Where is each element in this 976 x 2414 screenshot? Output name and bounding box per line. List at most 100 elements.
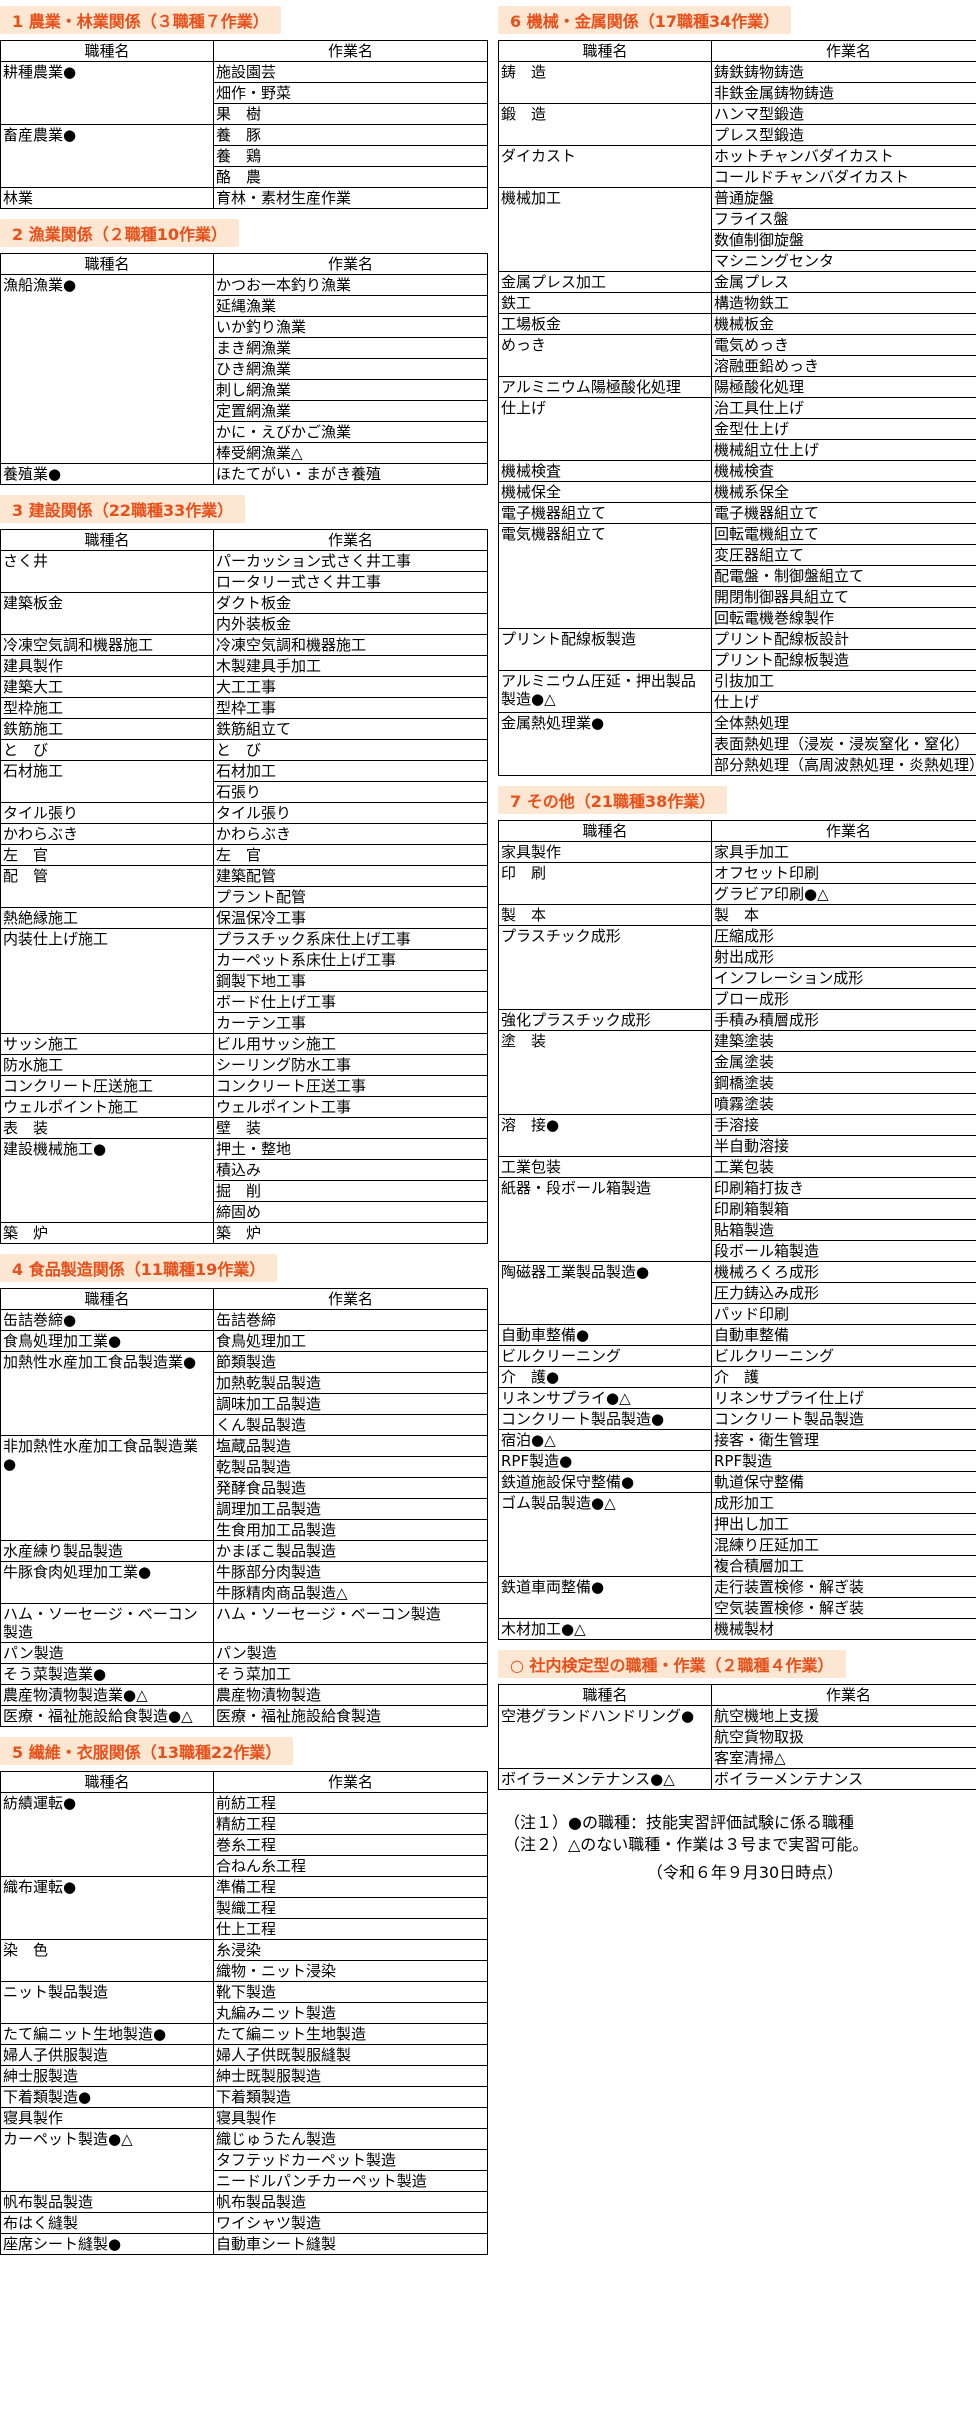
work-cell: 乾製品製造 bbox=[213, 1456, 488, 1478]
work-cell: リネンサプライ仕上げ bbox=[711, 1387, 976, 1409]
occupation-cell: 宿泊●△ bbox=[498, 1429, 712, 1451]
work-cell: パン製造 bbox=[213, 1642, 488, 1664]
section: 1 農業・林業関係（３職種７作業）職種名作業名耕種農業●施設園芸畑作・野菜果 樹… bbox=[0, 0, 488, 209]
table-row: 印 刷オフセット印刷 bbox=[498, 862, 976, 905]
work-cell: 家具手加工 bbox=[711, 841, 976, 863]
work-cell: 圧縮成形 bbox=[711, 925, 976, 947]
notes: （注１）●の職種：技能実習評価試験に係る職種 （注２）△のない職種・作業は３号ま… bbox=[498, 1812, 976, 1884]
table-row: 製 本製 本 bbox=[498, 904, 976, 926]
work-cell: 印刷箱製箱 bbox=[711, 1198, 976, 1220]
work-cell: オフセット印刷 bbox=[711, 862, 976, 884]
work-cell: かに・えびかご漁業 bbox=[213, 421, 488, 443]
table-row: 冷凍空気調和機器施工冷凍空気調和機器施工 bbox=[0, 634, 488, 656]
work-cell: 牛豚精肉商品製造△ bbox=[213, 1582, 488, 1604]
table-row: RPF製造●RPF製造 bbox=[498, 1450, 976, 1472]
work-cell: 生食用加工品製造 bbox=[213, 1519, 488, 1541]
occupation-cell: 機械保全 bbox=[498, 481, 712, 503]
work-cell: 農産物漬物製造 bbox=[213, 1684, 488, 1706]
work-cell: たて編ニット生地製造 bbox=[213, 2023, 488, 2045]
occupation-cell: 漁船漁業● bbox=[0, 274, 214, 464]
occupation-cell: ゴム製品製造●△ bbox=[498, 1492, 712, 1577]
occupation-cell: 自動車整備● bbox=[498, 1324, 712, 1346]
work-cell: 製織工程 bbox=[213, 1897, 488, 1919]
work-cell: 定置網漁業 bbox=[213, 400, 488, 422]
work-cell: 機械板金 bbox=[711, 313, 976, 335]
occupation-cell: 防水施工 bbox=[0, 1054, 214, 1076]
occupation-cell: 紡績運転● bbox=[0, 1792, 214, 1877]
work-cell: 部分熱処理（高周波熱処理・炎熱処理） bbox=[711, 754, 976, 776]
table-row: 陶磁器工業製品製造●機械ろくろ成形 bbox=[498, 1261, 976, 1325]
occupation-cell: 家具製作 bbox=[498, 841, 712, 863]
table-row: さく井パーカッション式さく井工事 bbox=[0, 550, 488, 593]
work-cell: 丸編みニット製造 bbox=[213, 2002, 488, 2024]
work-cell: ホットチャンバダイカスト bbox=[711, 145, 976, 167]
occupation-cell: 建具製作 bbox=[0, 655, 214, 677]
occupation-cell: コンクリート圧送施工 bbox=[0, 1075, 214, 1097]
table-row: 内装仕上げ施工プラスチック系床仕上げ工事 bbox=[0, 928, 488, 1034]
table-row: 仕上げ治工具仕上げ bbox=[498, 397, 976, 461]
occupation-table: 職種名作業名耕種農業●施設園芸畑作・野菜果 樹畜産農業●養 豚養 鶏酪 農林業育… bbox=[0, 40, 488, 209]
work-cell: 普通旋盤 bbox=[711, 187, 976, 209]
work-cell: 準備工程 bbox=[213, 1876, 488, 1898]
table-row: 配電盤・制御盤組立て bbox=[499, 565, 976, 587]
work-cell: 鋼橋塗装 bbox=[711, 1072, 976, 1094]
occupation-table: 職種名作業名漁船漁業●かつお一本釣り漁業延縄漁業いか釣り漁業まき網漁業ひき網漁業… bbox=[0, 253, 488, 485]
table-row: 空港グランドハンドリング●航空機地上支援 bbox=[498, 1705, 976, 1769]
occupation-cell: 座席シート縫製● bbox=[0, 2233, 214, 2255]
table-row: 熱絶縁施工保温保冷工事 bbox=[0, 907, 488, 929]
section-title: 5 繊維・衣服関係（13職種22作業） bbox=[0, 1737, 294, 1765]
occupation-cell: ハム・ソーセージ・ベーコン製造 bbox=[0, 1603, 214, 1643]
occupation-cell: そう菜製造業● bbox=[0, 1663, 214, 1685]
work-cell: 刺し網漁業 bbox=[213, 379, 488, 401]
table-row: 工業包装工業包装 bbox=[498, 1156, 976, 1178]
occupation-cell: 空港グランドハンドリング● bbox=[498, 1705, 712, 1769]
work-cell: かつお一本釣り漁業 bbox=[213, 274, 488, 296]
table-row: 紳士服製造紳士既製服製造 bbox=[0, 2065, 488, 2087]
table-row: ニードルパンチカーペット製造 bbox=[1, 2170, 488, 2192]
occupation-cell: 紙器・段ボール箱製造 bbox=[498, 1177, 712, 1262]
table-row: 仕上工程 bbox=[1, 1918, 488, 1940]
occupation-cell: 石材施工 bbox=[0, 760, 214, 803]
work-cell: ハンマ型鍛造 bbox=[711, 103, 976, 125]
occupation-cell: 介 護● bbox=[498, 1366, 712, 1388]
table-row: カーペット系床仕上げ工事 bbox=[1, 949, 488, 971]
work-cell: 自動車シート縫製 bbox=[213, 2233, 488, 2255]
occupation-cell: 食鳥処理加工業● bbox=[0, 1330, 214, 1352]
occupation-cell: かわらぶき bbox=[0, 823, 214, 845]
work-cell: 走行装置検修・解ぎ装 bbox=[711, 1576, 976, 1598]
table-row: 下着類製造●下着類製造 bbox=[0, 2086, 488, 2108]
table-row: たて編ニット生地製造●たて編ニット生地製造 bbox=[0, 2023, 488, 2045]
work-cell: 織物・ニット浸染 bbox=[213, 1960, 488, 1982]
occupation-cell: 加熱性水産加工食品製造業● bbox=[0, 1351, 214, 1436]
table-row: 鋳 造鋳鉄鋳物鋳造 bbox=[498, 61, 976, 104]
header-occupation: 職種名 bbox=[0, 253, 214, 275]
table-row: そう菜製造業●そう菜加工 bbox=[0, 1663, 488, 1685]
section: 3 建設関係（22職種33作業）職種名作業名さく井パーカッション式さく井工事ロー… bbox=[0, 489, 488, 1244]
work-cell: ひき網漁業 bbox=[213, 358, 488, 380]
occupation-cell: ボイラーメンテナンス●△ bbox=[498, 1768, 712, 1790]
occupation-cell: 型枠施工 bbox=[0, 697, 214, 719]
section-title: 3 建設関係（22職種33作業） bbox=[0, 495, 246, 523]
section-title: 4 食品製造関係（11職種19作業） bbox=[0, 1254, 278, 1282]
occupation-table: 職種名作業名鋳 造鋳鉄鋳物鋳造非鉄金属鋳物鋳造鍛 造ハンマ型鍛造プレス型鍛造ダイ… bbox=[498, 40, 976, 776]
work-cell: 金型仕上げ bbox=[711, 418, 976, 440]
occupation-cell: 建築大工 bbox=[0, 676, 214, 698]
work-cell: 缶詰巻締 bbox=[213, 1309, 488, 1331]
table-row: 食鳥処理加工業●食鳥処理加工 bbox=[0, 1330, 488, 1352]
table-row: ゴム製品製造●△成形加工 bbox=[498, 1492, 976, 1577]
table-row: リネンサプライ●△リネンサプライ仕上げ bbox=[498, 1387, 976, 1409]
table-row: 織布運転●準備工程 bbox=[0, 1876, 488, 1940]
table-row: 鉄筋施工鉄筋組立て bbox=[0, 718, 488, 740]
table-row: ロータリー式さく井工事 bbox=[1, 571, 488, 593]
work-cell: 圧力鋳込み成形 bbox=[711, 1282, 976, 1304]
work-cell: RPF製造 bbox=[711, 1450, 976, 1472]
occupation-cell: 建築板金 bbox=[0, 592, 214, 635]
table-row: サッシ施工ビル用サッシ施工 bbox=[0, 1033, 488, 1055]
work-cell: 養 豚 bbox=[213, 124, 488, 146]
work-cell: 溶融亜鉛めっき bbox=[711, 355, 976, 377]
table-row: インフレーション成形 bbox=[499, 967, 976, 989]
work-cell: 鋳鉄鋳物鋳造 bbox=[711, 61, 976, 83]
occupation-cell: 左 官 bbox=[0, 844, 214, 866]
table-row: 鉄道車両整備●走行装置検修・解ぎ装 bbox=[498, 1576, 976, 1619]
table-row: プリント配線板製造プリント配線板設計 bbox=[498, 628, 976, 671]
